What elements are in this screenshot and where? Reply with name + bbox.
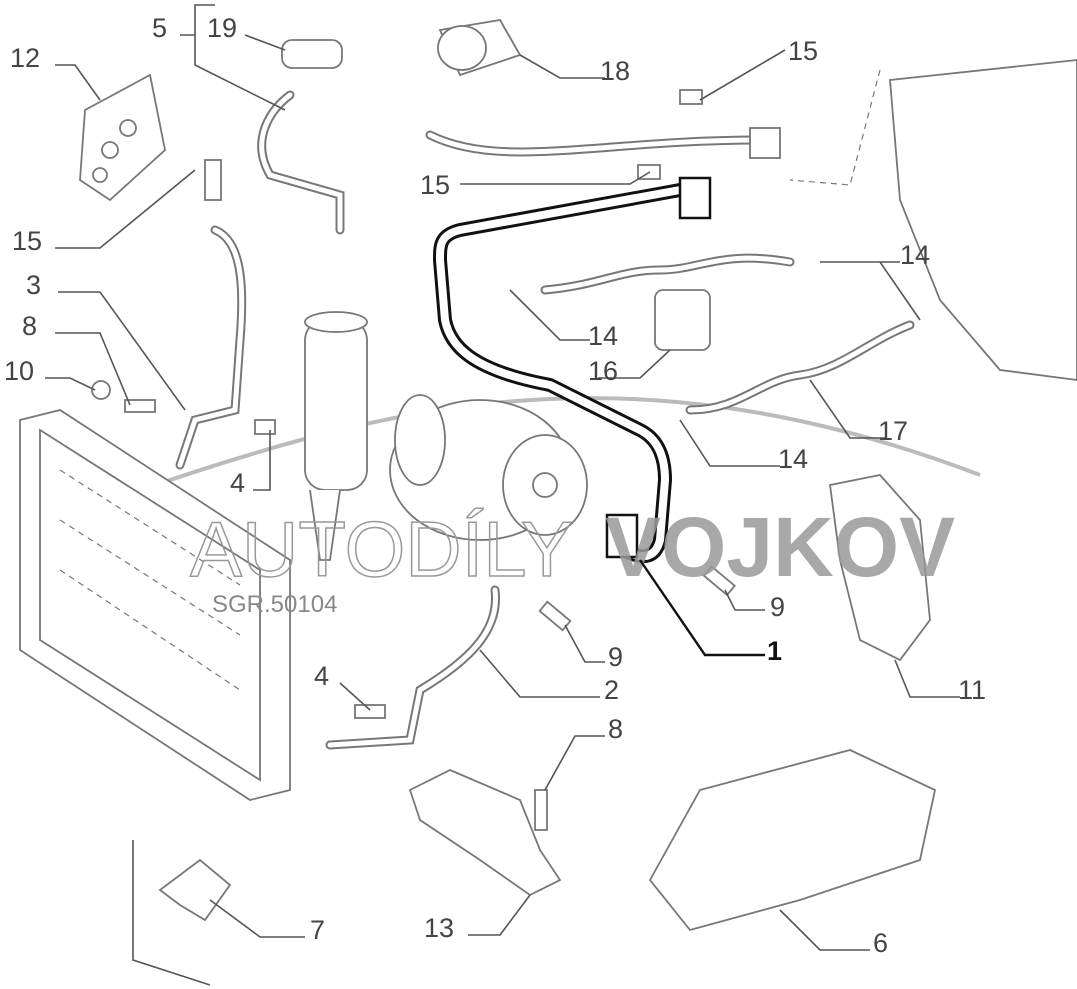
callout-19: 19 xyxy=(207,13,237,43)
drawing-code: SGR.50104 xyxy=(212,591,337,618)
callout-14: 14 xyxy=(778,444,808,474)
callout-7: 7 xyxy=(310,915,325,945)
callout-5: 5 xyxy=(152,13,167,43)
callout-18: 18 xyxy=(600,56,630,86)
callout-13: 13 xyxy=(424,913,454,943)
pipe-3 xyxy=(175,225,247,470)
pressure-switch-18 xyxy=(437,19,522,77)
part-19 xyxy=(281,39,343,69)
callout-4: 4 xyxy=(230,468,245,498)
watermark-autodily: AUTODÍLY xyxy=(190,505,573,593)
callout-4: 4 xyxy=(314,661,329,691)
bolt-9 xyxy=(538,600,572,632)
bolt-8 xyxy=(534,789,548,831)
callout-9: 9 xyxy=(770,592,785,622)
bolt-9 xyxy=(702,565,736,597)
callout-14: 14 xyxy=(588,321,618,351)
callout-15: 15 xyxy=(788,36,818,66)
bolt-4 xyxy=(254,419,276,435)
condenser xyxy=(19,409,291,801)
callout-15: 15 xyxy=(12,226,42,256)
callout-3: 3 xyxy=(26,270,41,300)
bolts xyxy=(91,89,736,831)
callout-11: 11 xyxy=(958,675,986,705)
pipe-upper xyxy=(425,127,781,159)
bracket-11 xyxy=(828,474,931,662)
callout-8: 8 xyxy=(22,311,37,341)
heater-box xyxy=(789,59,1077,381)
callout-12: 12 xyxy=(10,43,40,73)
bolt-15 xyxy=(679,89,703,105)
callout-15: 15 xyxy=(420,170,450,200)
gasket-kit-12 xyxy=(79,73,166,202)
callout-6: 6 xyxy=(873,928,888,958)
bolt-15 xyxy=(204,159,222,201)
callout-8: 8 xyxy=(608,714,623,744)
callouts: 5 19 18 15 12 15 15 3 8 10 4 14 14 16 17… xyxy=(4,13,986,958)
receiver-drier xyxy=(304,311,368,561)
clip-7 xyxy=(158,858,232,922)
bolt-4 xyxy=(354,704,386,719)
heater-hoses xyxy=(540,253,915,415)
callout-1: 1 xyxy=(767,636,782,666)
callout-10: 10 xyxy=(4,356,34,386)
bolt-8 xyxy=(124,399,156,413)
pipe-1-highlighted xyxy=(433,176,712,564)
callout-17: 17 xyxy=(878,416,908,446)
callout-9: 9 xyxy=(608,642,623,672)
leader-lines xyxy=(45,4,960,951)
pipe-5 xyxy=(257,39,345,235)
watermark-vojkov: VOJKOV xyxy=(605,500,955,594)
callout-16: 16 xyxy=(588,356,618,386)
callout-2: 2 xyxy=(604,675,619,705)
bracket-13 xyxy=(408,769,562,897)
pipe-2 xyxy=(325,585,501,750)
callout-14: 14 xyxy=(900,240,930,270)
bracket-6 xyxy=(648,749,937,932)
nut-10 xyxy=(91,380,111,400)
compressor xyxy=(389,394,588,541)
